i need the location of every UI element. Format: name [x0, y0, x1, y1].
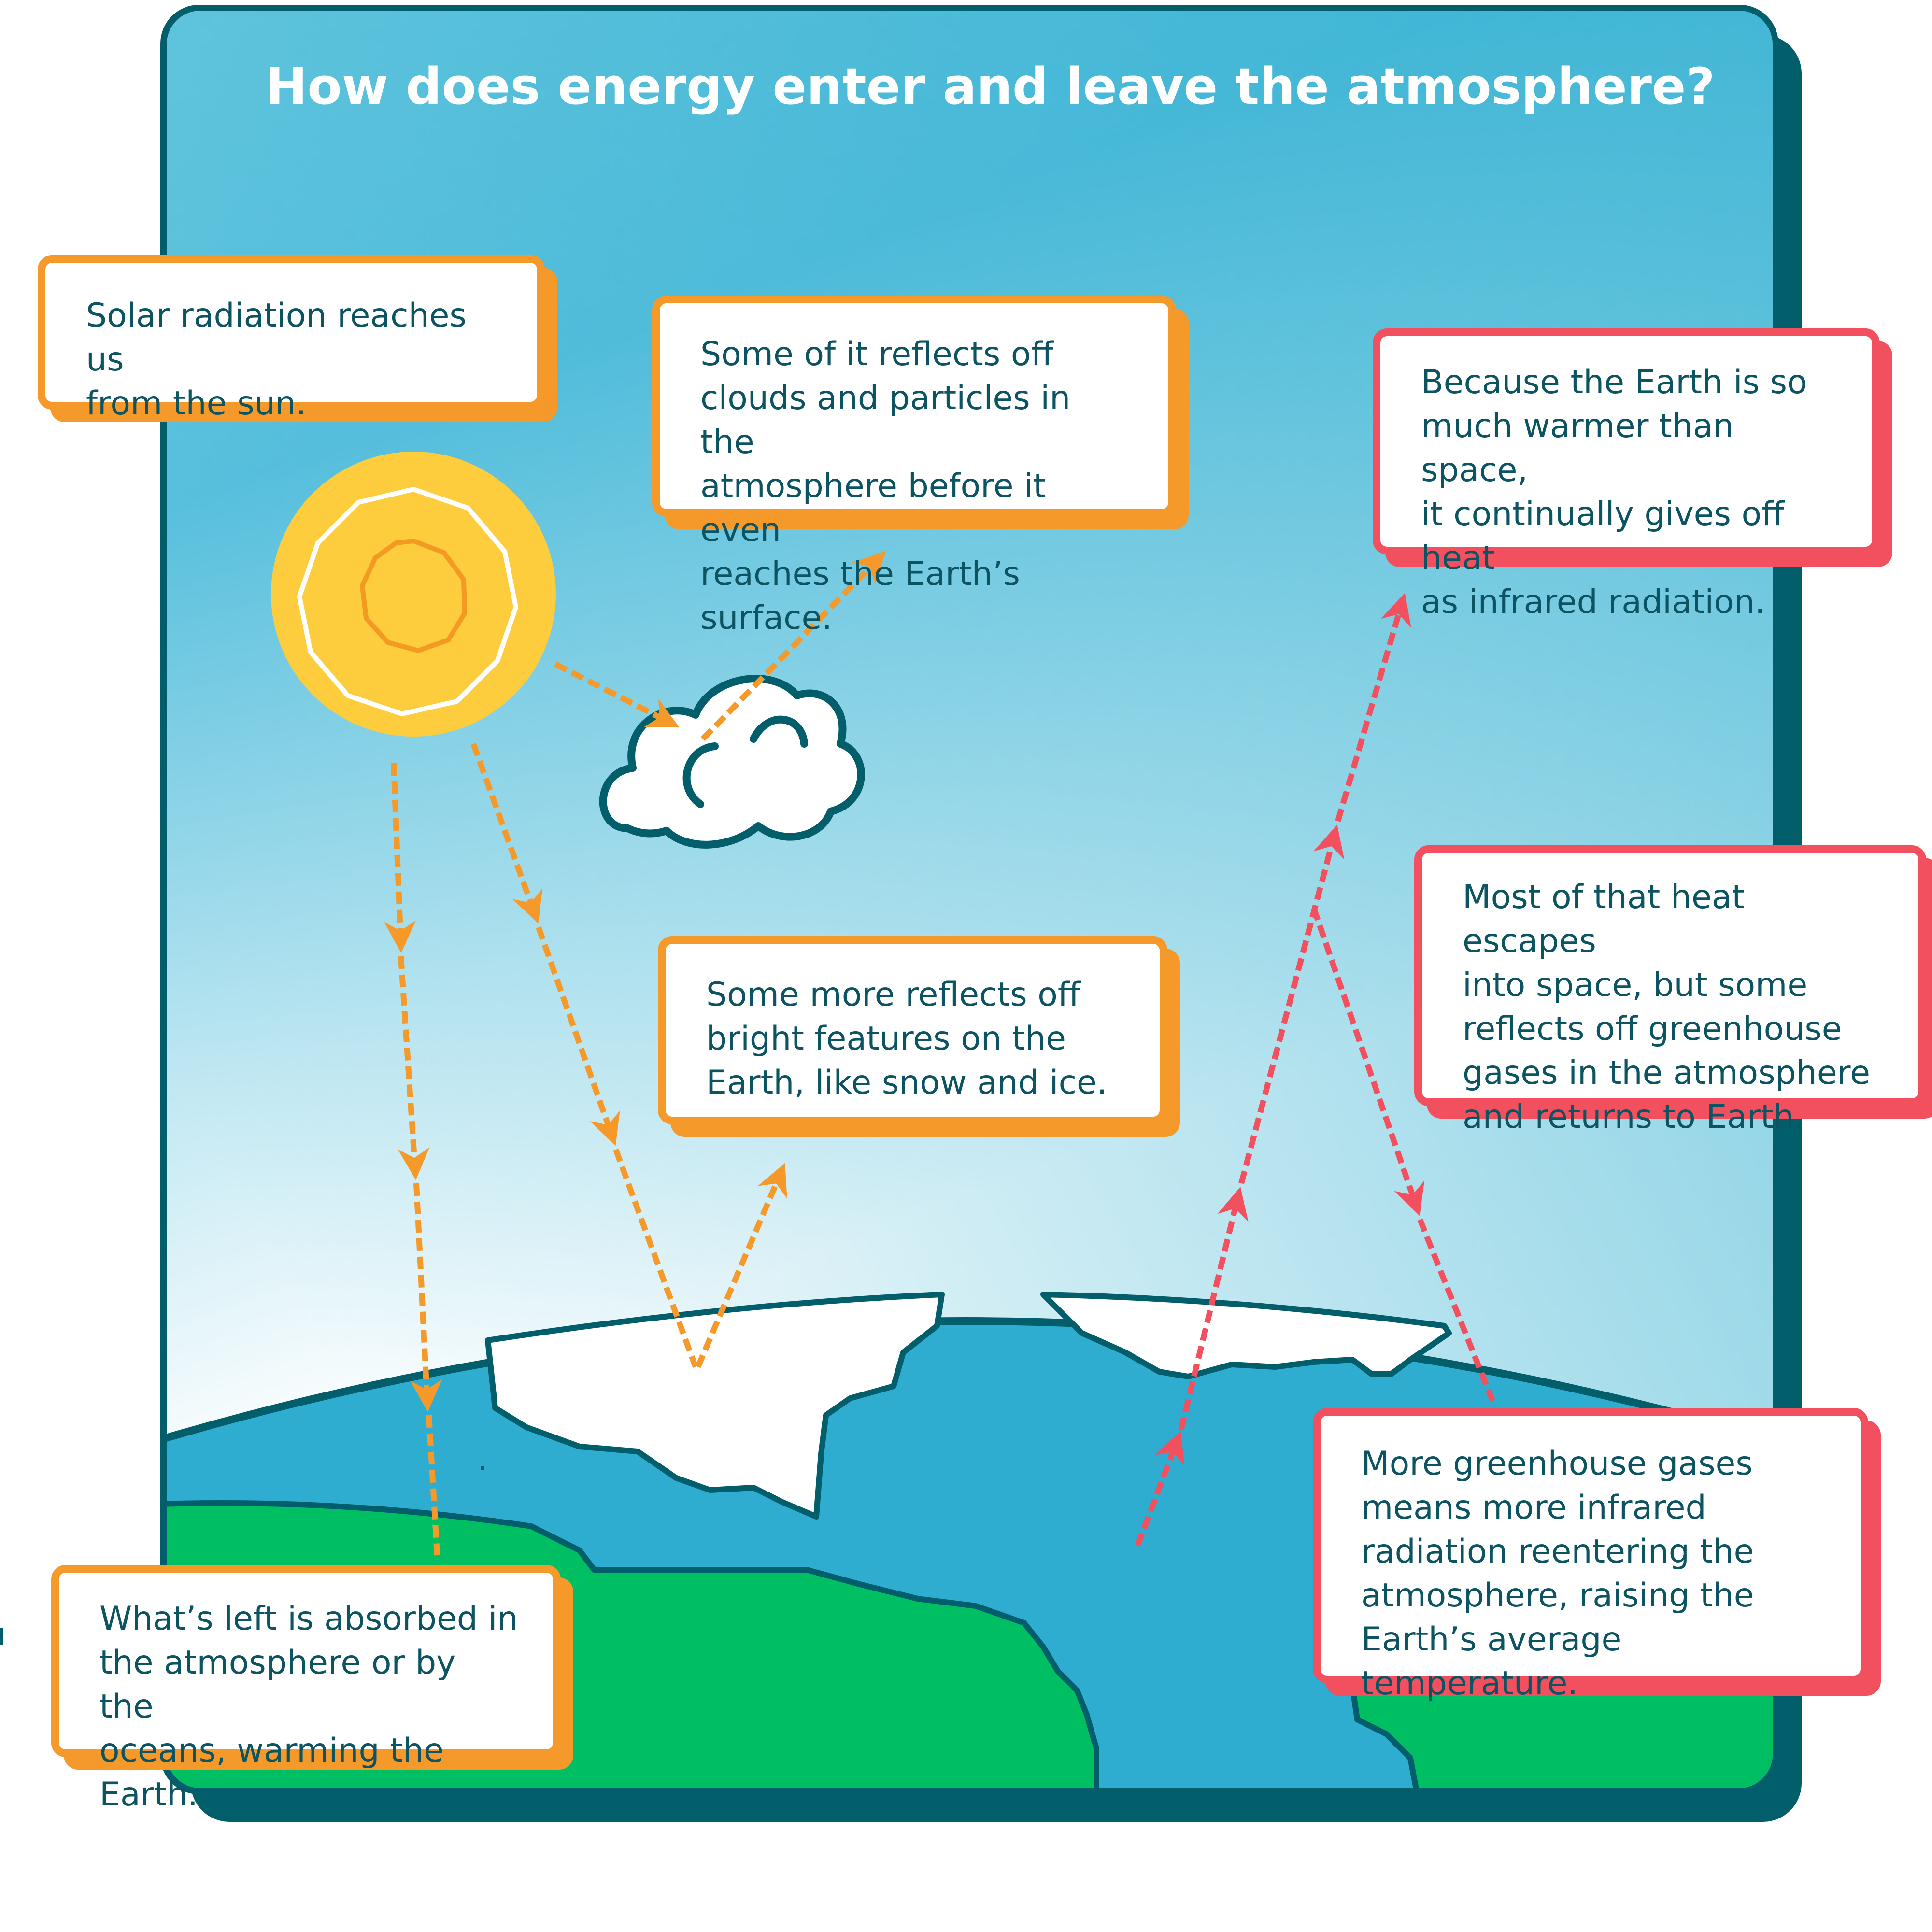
- callout-solar-radiation: Solar radiation reaches us from the sun.: [38, 255, 545, 423]
- land-right: [1350, 1683, 1773, 1788]
- infrared-arrows: [1135, 593, 1495, 1547]
- callout-cloud-reflection: Some of it reflects off clouds and parti…: [652, 296, 1176, 637]
- callout-heat-escapes: Most of that heat escapes into space, bu…: [1414, 845, 1926, 1136]
- page-title: How does energy enter and leave the atmo…: [265, 57, 1715, 116]
- ice-sheet-left: [485, 1292, 945, 1520]
- arrow-return-earth: [1311, 907, 1425, 1216]
- arrow-sun-to-earth-1: [384, 763, 416, 953]
- callout-absorbed: What’s left is absorbed in the atmospher…: [51, 1565, 561, 1814]
- arrow-earth-up-1: [1135, 1431, 1185, 1547]
- callout-ice-reflection: Some more reflects off bright features o…: [658, 936, 1167, 1124]
- callout-greenhouse-effect: More greenhouse gases means more infrare…: [1313, 1408, 1868, 1703]
- arrow-cloud-reflect: [700, 551, 886, 741]
- callout-infrared-emission: Because the Earth is so much warmer than…: [1373, 328, 1880, 621]
- solar-arrows: [384, 551, 886, 1556]
- arrow-sun-to-cloud: [554, 661, 680, 727]
- sun-icon: [271, 452, 556, 737]
- ice-sheet-right: [1040, 1292, 1452, 1379]
- arrow-sun-to-ice: [470, 742, 543, 924]
- arrow-escape-space: [1335, 593, 1411, 822]
